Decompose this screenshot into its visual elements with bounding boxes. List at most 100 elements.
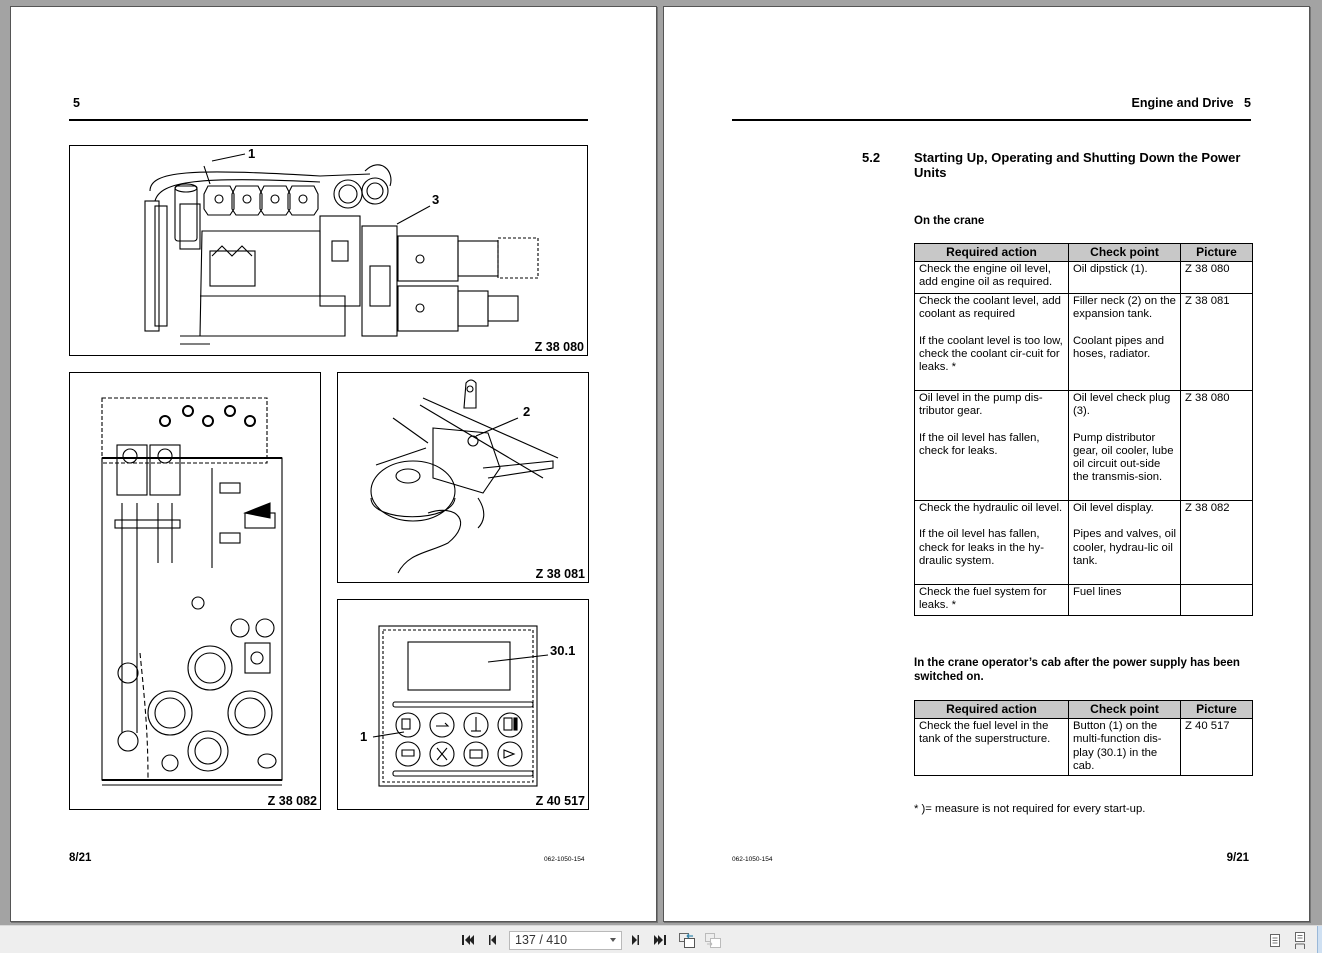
single-page-view-button[interactable] [1267, 931, 1283, 949]
page-left: 5 [10, 6, 657, 922]
figure-expansion-tank: 2 Z 38 081 [337, 372, 589, 583]
next-page-icon [632, 935, 639, 945]
last-page-button[interactable] [651, 931, 669, 949]
subheading-on-crane: On the crane [914, 215, 985, 227]
figure-id: Z 40 517 [535, 794, 585, 808]
picture-ref: Z 40 517 [1185, 720, 1230, 732]
next-view-icon [705, 932, 721, 948]
previous-page-button[interactable] [484, 931, 500, 949]
callout-30-1: 30.1 [550, 643, 576, 658]
action-text: Check the coolant level, add coolant as … [919, 295, 1061, 321]
table-row: Oil level in the pump dis-tributor gear.… [914, 390, 1253, 501]
single-page-view-icon [1270, 933, 1280, 947]
picture-ref: Z 38 082 [1185, 502, 1230, 514]
checkpoint-text: Button (1) on the multi‑function dis-pla… [1073, 720, 1162, 772]
navigation-toolbar: 137 / 410 [0, 925, 1322, 953]
continuous-view-button[interactable] [1292, 931, 1308, 949]
previous-view-button[interactable] [677, 931, 697, 949]
callout-1-button: 1 [360, 729, 368, 744]
figure-engine: 1 3 Z 38 080 [69, 145, 588, 356]
chapter-number: 5 [73, 96, 80, 110]
checkpoint-text: Oil level check plug (3). [1073, 392, 1171, 418]
cell-picture: Z 38 081 [1180, 293, 1253, 391]
cell-checkpoint: Fuel lines [1068, 584, 1181, 616]
continuous-view-icon [1295, 931, 1305, 949]
column-header-action: Required action [914, 243, 1069, 262]
page-number: 8/21 [69, 852, 92, 864]
callout-1: 1 [248, 146, 256, 161]
footnote: * )= measure is not required for every s… [914, 803, 1146, 815]
cell-checkpoint: Oil level display. Pipes and valves, oil… [1068, 500, 1181, 585]
table-row: Check the engine oil level, add engine o… [914, 261, 1253, 294]
cell-picture: Z 40 517 [1180, 718, 1253, 777]
action-text: Check the engine oil level, add engine o… [919, 263, 1053, 289]
section-number: 5.2 [862, 150, 881, 165]
picture-ref: Z 38 080 [1185, 392, 1230, 404]
page-right: Engine and Drive 5 5.2 Starting Up, Oper… [663, 6, 1310, 922]
section-title: Starting Up, Operating and Shutting Down… [914, 150, 1241, 180]
figure-hydraulic-tank: Z 38 082 [69, 372, 321, 810]
column-header-picture: Picture [1180, 243, 1253, 262]
page-number: 9/21 [1226, 852, 1249, 864]
callout-leader-lines [211, 153, 431, 225]
document-number: 062‑1050‑154 [732, 856, 773, 863]
header-rule [69, 119, 588, 121]
cell-picture: Z 38 080 [1180, 390, 1253, 501]
cell-picture [1180, 584, 1253, 616]
cell-checkpoint: Button (1) on the multi‑function dis-pla… [1068, 718, 1181, 777]
document-number: 062‑1050‑154 [544, 856, 585, 863]
running-header: Engine and Drive 5 [1131, 96, 1251, 110]
column-header-checkpoint: Check point [1068, 700, 1181, 719]
table-row: Check the fuel level in the tank of the … [914, 718, 1253, 777]
action-text: If the oil level has fallen, check for l… [919, 431, 1040, 457]
action-text: Check the fuel system for leaks. * [919, 586, 1047, 612]
hydraulic-tank-drawing [101, 397, 283, 786]
action-text: If the coolant level is too low, check t… [919, 334, 1063, 374]
column-header-picture: Picture [1180, 700, 1253, 719]
prev-page-icon [489, 935, 496, 945]
first-page-icon [462, 935, 474, 945]
display-drawing [372, 625, 549, 787]
first-page-button[interactable] [459, 931, 477, 949]
chevron-down-icon[interactable] [610, 938, 616, 942]
engine-drawing [144, 164, 539, 345]
picture-ref: Z 38 080 [1185, 263, 1230, 275]
next-page-button[interactable] [628, 931, 644, 949]
column-header-checkpoint: Check point [1068, 243, 1181, 262]
cell-picture: Z 38 082 [1180, 500, 1253, 585]
last-page-icon [654, 935, 666, 945]
checklist-table-crane: Required action Check point Picture Chec… [914, 243, 1253, 616]
checkpoint-text: Coolant pipes and hoses, radiator. [1073, 334, 1165, 360]
cell-action: Check the fuel system for leaks. * [914, 584, 1069, 616]
panel-toggle-strip[interactable] [1317, 926, 1322, 953]
column-header-action: Required action [914, 700, 1069, 719]
checkpoint-text: Oil level display. [1073, 502, 1154, 514]
table-row: Check the hydraulic oil level. If the oi… [914, 500, 1253, 585]
header-rule [732, 119, 1251, 121]
table-row: Check the fuel system for leaks. * Fuel … [914, 584, 1253, 616]
checklist-table-cab: Required action Check point Picture Chec… [914, 700, 1253, 777]
cell-action: Check the coolant level, add coolant as … [914, 293, 1069, 391]
cell-action: Check the fuel level in the tank of the … [914, 718, 1069, 777]
page-number-value: 137 / 410 [515, 933, 568, 947]
cell-action: Check the hydraulic oil level. If the oi… [914, 500, 1069, 585]
cell-action: Check the engine oil level, add engine o… [914, 261, 1069, 294]
next-view-button[interactable] [703, 931, 723, 949]
cell-checkpoint: Oil dipstick (1). [1068, 261, 1181, 294]
cell-checkpoint: Oil level check plug (3). Pump distribut… [1068, 390, 1181, 501]
checkpoint-text: Fuel lines [1073, 586, 1122, 598]
figure-id: Z 38 080 [534, 340, 584, 354]
action-text: Check the fuel level in the tank of the … [919, 720, 1051, 746]
subheading-operator-cab: In the crane operator’s cab after the po… [914, 657, 1240, 683]
callout-2: 2 [523, 404, 531, 419]
figure-id: Z 38 081 [535, 567, 585, 581]
checkpoint-text: Pipes and valves, oil cooler, hydrau-lic… [1073, 528, 1176, 567]
page-number-field[interactable]: 137 / 410 [509, 931, 622, 950]
figure-id: Z 38 082 [267, 794, 317, 808]
checkpoint-text: Oil dipstick (1). [1073, 263, 1148, 275]
checkpoint-text: Pump distributor gear, oil cooler, lube … [1073, 431, 1174, 484]
action-text: Oil level in the pump dis-tributor gear. [919, 392, 1043, 418]
document-viewport[interactable]: 5 [0, 0, 1322, 925]
checkpoint-text: Filler neck (2) on the expansion tank. [1073, 295, 1176, 321]
cell-picture: Z 38 080 [1180, 261, 1253, 294]
